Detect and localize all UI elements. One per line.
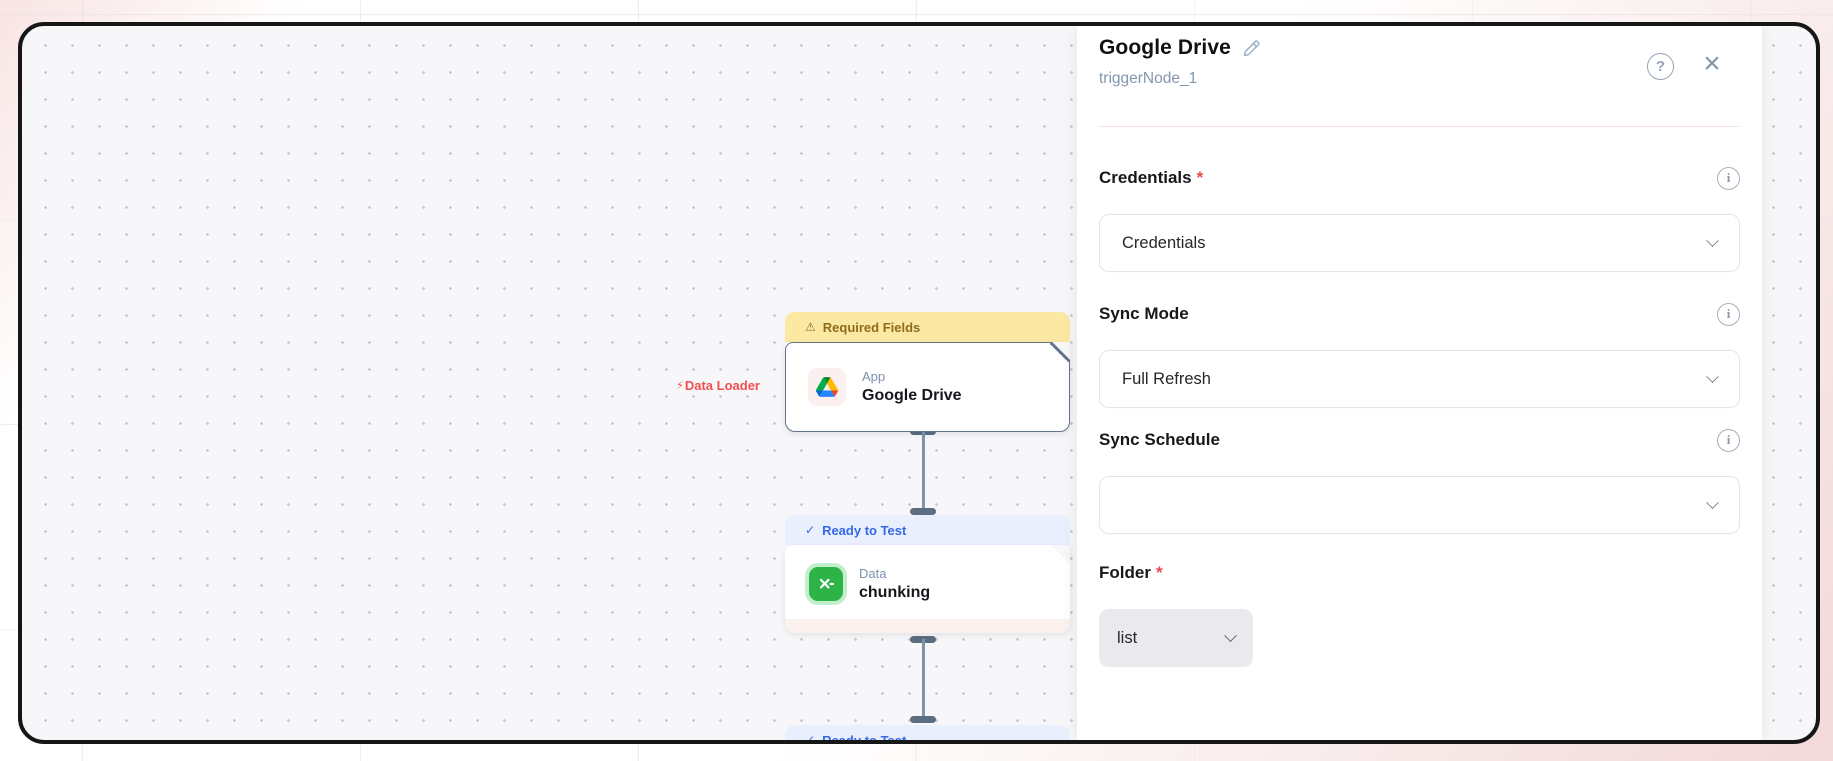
node-card[interactable]: Data chunking: [785, 545, 1070, 633]
chunking-icon: [809, 567, 843, 601]
field-folder: Folder* list: [1099, 561, 1740, 667]
credentials-select[interactable]: Credentials: [1099, 214, 1740, 272]
chevron-down-icon: [1706, 369, 1719, 383]
required-mark: *: [1196, 168, 1204, 187]
node-chunking[interactable]: ✓ Ready to Test Data chunking: [785, 515, 1070, 633]
select-value: list: [1117, 628, 1138, 647]
connector-port[interactable]: [910, 716, 936, 723]
node-card[interactable]: App Google Drive: [785, 341, 1071, 432]
field-sync-mode: Sync Mode i Full Refresh: [1099, 302, 1740, 408]
field-label: Sync Mode: [1099, 304, 1189, 323]
node-status-banner: ✓ Ready to Test: [785, 725, 1070, 744]
lightning-bolt-icon: ⚡: [676, 380, 684, 392]
field-label: Credentials*: [1099, 168, 1204, 187]
panel-title: Google Drive: [1099, 36, 1231, 59]
chevron-down-icon: [1224, 628, 1237, 642]
node-name: chunking: [859, 584, 931, 601]
connector-port[interactable]: [910, 508, 936, 515]
info-icon[interactable]: i: [1717, 302, 1740, 326]
folder-select[interactable]: list: [1099, 609, 1253, 667]
header-divider: [1099, 126, 1739, 127]
close-icon[interactable]: ×: [1703, 47, 1721, 80]
node-category: Data: [859, 566, 887, 581]
field-credentials: Credentials* i Credentials: [1099, 166, 1740, 272]
config-panel: Google Drive triggerNode_1 ? × Credentia…: [1077, 26, 1762, 740]
node-name: Google Drive: [862, 387, 962, 404]
node-next-clipped[interactable]: ✓ Ready to Test: [785, 725, 1070, 744]
check-icon: ✓: [805, 523, 816, 537]
sync-schedule-select[interactable]: [1099, 476, 1740, 534]
help-icon[interactable]: ?: [1647, 53, 1674, 80]
connector-edge: [922, 639, 925, 719]
node-status-text: Ready to Test: [822, 732, 907, 744]
node-status-banner: ✓ Ready to Test: [785, 515, 1070, 545]
node-status-banner: ⚠ Required Fields: [785, 312, 1070, 342]
info-icon[interactable]: i: [1717, 428, 1740, 452]
node-id-subtitle: triggerNode_1: [1099, 70, 1198, 87]
node-category: App: [862, 369, 886, 384]
field-label: Sync Schedule: [1099, 430, 1220, 449]
warning-icon: ⚠: [805, 320, 816, 334]
info-icon[interactable]: i: [1717, 166, 1740, 190]
select-value: Credentials: [1122, 233, 1206, 252]
chevron-down-icon: [1706, 233, 1719, 247]
google-drive-icon: [808, 368, 846, 406]
node-google-drive[interactable]: ⚠ Required Fields App Google Dr: [785, 312, 1071, 432]
check-icon: ✓: [805, 733, 816, 744]
edge-label-data-loader: ⚡Data Loader: [676, 378, 760, 393]
edit-title-icon[interactable]: [1241, 38, 1262, 59]
field-label: Folder*: [1099, 563, 1163, 582]
sync-mode-select[interactable]: Full Refresh: [1099, 350, 1740, 408]
node-status-text: Required Fields: [822, 319, 921, 335]
node-footer-strip: [785, 619, 1070, 633]
edge-label-text: Data Loader: [684, 378, 760, 393]
workflow-canvas[interactable]: ⚡Data Loader ⚠ Required Fields: [18, 22, 1820, 744]
select-value: Full Refresh: [1122, 369, 1211, 388]
required-mark: *: [1155, 563, 1163, 582]
node-status-text: Ready to Test: [822, 522, 907, 538]
chevron-down-icon: [1706, 495, 1719, 509]
connector-edge: [922, 432, 925, 512]
field-sync-schedule: Sync Schedule i: [1099, 428, 1740, 534]
